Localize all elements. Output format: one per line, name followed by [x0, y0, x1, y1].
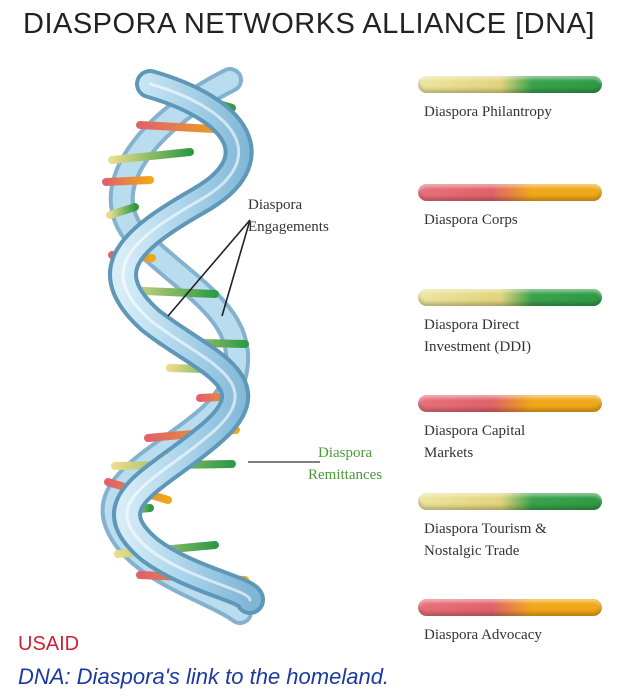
caption: DNA: Diaspora's link to the homeland.	[18, 664, 389, 690]
legend-item-philanthropy: Diaspora Philantropy	[418, 76, 602, 123]
legend-bar-yellow-green	[418, 289, 602, 306]
legend-bar-red-orange	[418, 599, 602, 616]
engagements-label: Diaspora Engagements	[248, 194, 329, 238]
legend-item-advocacy: Diaspora Advocacy	[418, 599, 602, 646]
legend-bar-red-orange	[418, 184, 602, 201]
legend-bar-yellow-green	[418, 76, 602, 93]
remittances-label: Diaspora Remittances	[308, 442, 382, 486]
legend-item-corps: Diaspora Corps	[418, 184, 602, 231]
legend-label: Diaspora Corps	[424, 209, 602, 231]
usaid-logo: USAID	[18, 633, 79, 656]
legend-label: Diaspora Tourism &Nostalgic Trade	[424, 518, 602, 562]
legend-bar-red-orange	[418, 395, 602, 412]
legend-bar-yellow-green	[418, 493, 602, 510]
legend-label: Diaspora Advocacy	[424, 624, 602, 646]
legend-label: Diaspora Philantropy	[424, 101, 602, 123]
legend-item-tourism: Diaspora Tourism &Nostalgic Trade	[418, 493, 602, 562]
